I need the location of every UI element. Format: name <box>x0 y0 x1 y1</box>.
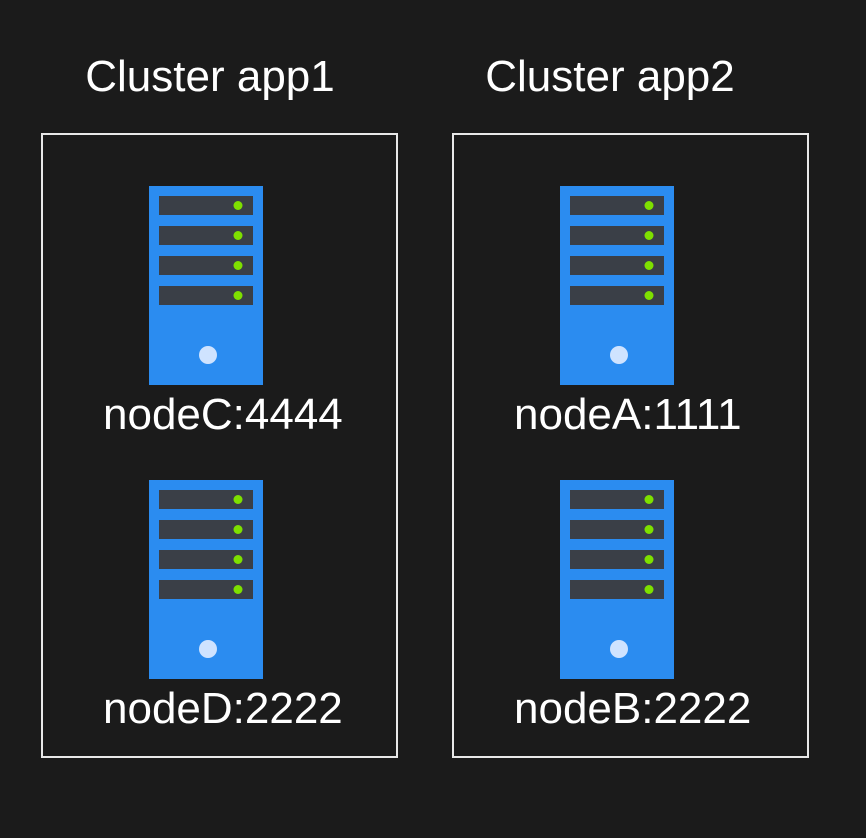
server-slot <box>159 490 253 509</box>
power-button-icon <box>199 640 217 658</box>
server-icon <box>560 186 674 385</box>
server-icon <box>149 186 263 385</box>
cluster-title-app1: Cluster app1 <box>85 52 335 101</box>
node-label-nodeC: nodeC:4444 <box>103 390 343 439</box>
power-button-icon <box>610 346 628 364</box>
server-led <box>233 585 243 594</box>
server-slot <box>570 550 664 569</box>
server-slot <box>159 580 253 599</box>
cluster-box-app1 <box>41 133 398 758</box>
server-led <box>233 555 243 564</box>
server-led <box>644 495 654 504</box>
server-slot <box>159 196 253 215</box>
server-led <box>233 291 243 300</box>
cluster-title-app2: Cluster app2 <box>485 52 735 101</box>
server-slot <box>570 226 664 245</box>
server-icon-graphic <box>149 186 263 385</box>
server-led <box>233 201 243 210</box>
server-led <box>233 495 243 504</box>
server-led <box>644 291 654 300</box>
server-icon <box>149 480 263 679</box>
server-led <box>644 585 654 594</box>
server-slot <box>159 520 253 539</box>
server-led <box>644 525 654 534</box>
server-slot <box>570 196 664 215</box>
server-slot <box>159 550 253 569</box>
server-led <box>644 555 654 564</box>
server-icon <box>560 480 674 679</box>
cluster-box-app2 <box>452 133 809 758</box>
server-slot <box>159 256 253 275</box>
node-label-nodeB: nodeB:2222 <box>514 684 752 733</box>
server-slot <box>570 256 664 275</box>
server-led <box>233 525 243 534</box>
power-button-icon <box>199 346 217 364</box>
server-slot <box>570 580 664 599</box>
node-label-nodeD: nodeD:2222 <box>103 684 343 733</box>
node-label-nodeA: nodeA:1111 <box>514 390 742 439</box>
server-slot <box>570 490 664 509</box>
server-icon-graphic <box>149 480 263 679</box>
server-icon-graphic <box>560 480 674 679</box>
server-slot <box>570 520 664 539</box>
server-slot <box>159 226 253 245</box>
server-led <box>644 201 654 210</box>
server-slot <box>159 286 253 305</box>
server-led <box>644 231 654 240</box>
power-button-icon <box>610 640 628 658</box>
server-led <box>644 261 654 270</box>
server-slot <box>570 286 664 305</box>
server-led <box>233 231 243 240</box>
server-led <box>233 261 243 270</box>
server-icon-graphic <box>560 186 674 385</box>
